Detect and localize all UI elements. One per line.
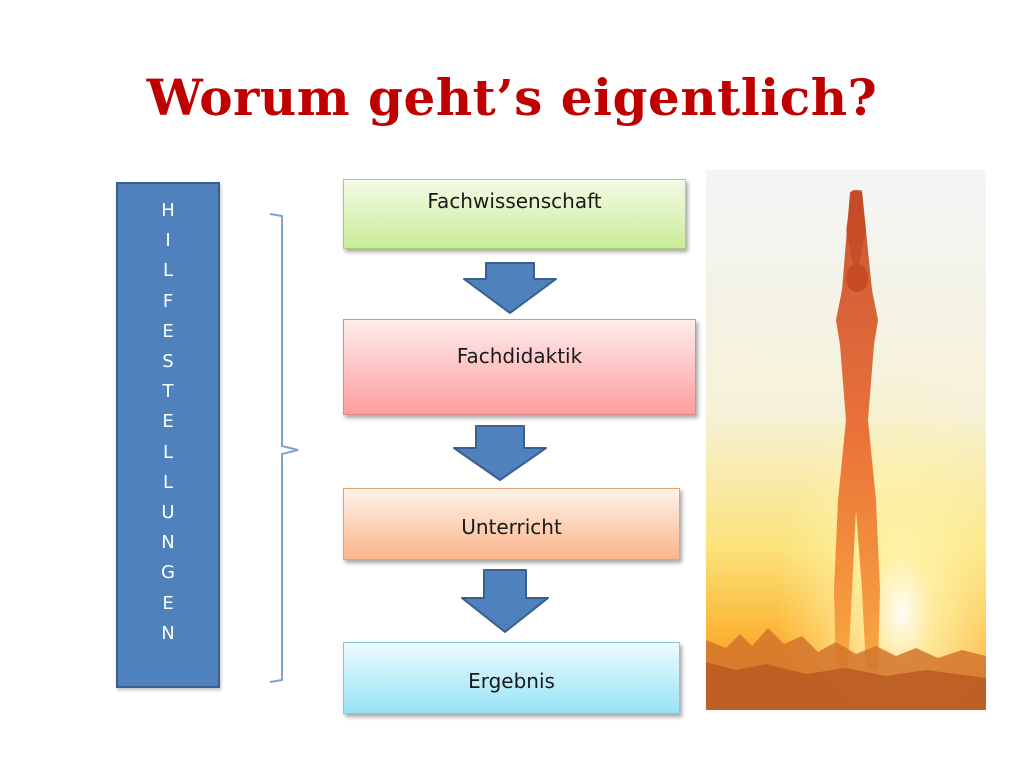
sunset-person-photo — [706, 170, 986, 710]
sidebar-letter: L — [162, 260, 174, 282]
sidebar-letter: L — [162, 471, 174, 493]
flow-step-unterricht: Unterricht — [343, 488, 680, 560]
sidebar-letter: E — [162, 320, 174, 342]
sidebar-letter: F — [162, 290, 174, 312]
flow-step-fachdidaktik: Fachdidaktik — [343, 319, 696, 415]
sidebar-letter: E — [162, 411, 174, 433]
sidebar-letter: E — [162, 592, 174, 614]
flow-step-label: Unterricht — [461, 515, 562, 539]
slide-title: Worum geht’s eigentlich? — [146, 68, 878, 127]
sidebar-letter: G — [161, 562, 175, 584]
sidebar-letter: I — [165, 230, 171, 252]
arrow-down-icon — [463, 262, 557, 314]
bracket-brace — [269, 213, 299, 683]
sidebar-letter: L — [162, 441, 174, 463]
flow-step-label: Fachdidaktik — [456, 344, 583, 368]
arrow-down-icon — [453, 425, 547, 481]
sidebar-letter: T — [162, 381, 174, 403]
sidebar-letter: S — [162, 351, 174, 373]
flow-step-fachwissenschaft: Fachwissenschaft — [343, 179, 686, 249]
flow-step-ergebnis: Ergebnis — [343, 642, 680, 714]
sidebar-letter: N — [161, 532, 175, 554]
sidebar-letter: U — [161, 502, 175, 524]
flow-step-label: Fachwissenschaft — [427, 189, 602, 213]
sidebar-letter: N — [161, 622, 175, 644]
arrow-down-icon — [461, 569, 549, 633]
sidebar-letter: H — [161, 200, 175, 221]
flow-step-label: Ergebnis — [468, 669, 555, 693]
